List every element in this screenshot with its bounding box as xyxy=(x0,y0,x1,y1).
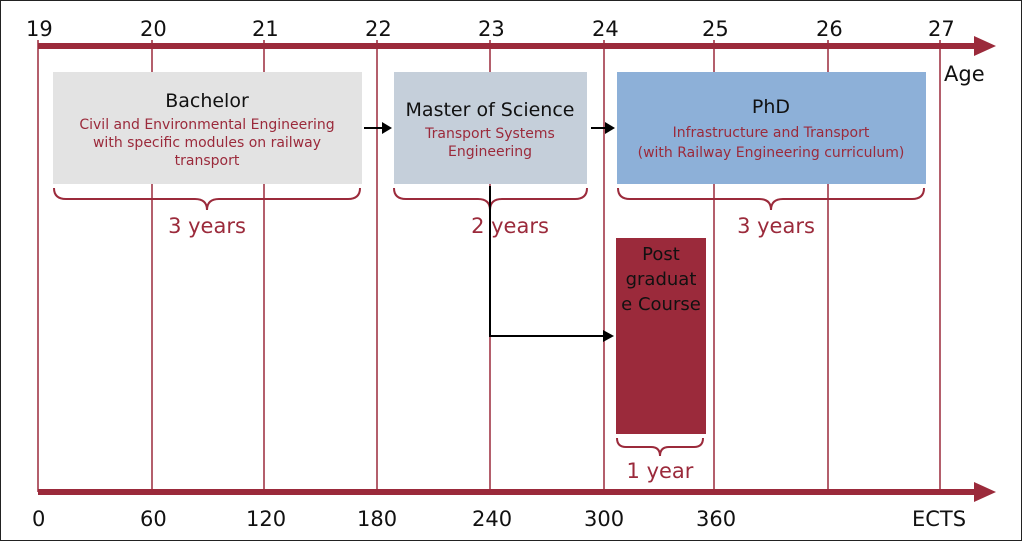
master-to-postgrad-arrow-line xyxy=(489,186,604,337)
bachelor-subtitle-line1: Civil and Environmental Engineering xyxy=(79,117,334,133)
age-axis-label: Age xyxy=(944,62,985,86)
age-tick-26: 26 xyxy=(816,17,843,41)
ects-tick-0: 0 xyxy=(32,507,45,531)
age-tick-24: 24 xyxy=(592,17,619,41)
phd-subtitle-line2: (with Railway Engineering curriculum) xyxy=(638,145,905,161)
postgrad-label-line3: e Course xyxy=(621,294,701,315)
bachelor-to-master-arrowhead xyxy=(382,122,392,134)
postgrad-label-line2: graduat xyxy=(626,269,697,290)
postgrad-brace xyxy=(616,437,704,457)
ects-tick-60: 60 xyxy=(140,507,167,531)
bachelor-subtitle-line3: transport xyxy=(175,153,240,169)
age-tick-27: 27 xyxy=(928,17,955,41)
master-title: Master of Science xyxy=(406,99,575,121)
ects-tick-300: 300 xyxy=(584,507,624,531)
ects-axis: 0 60 120 180 240 300 360 ECTS xyxy=(32,482,996,531)
master-subtitle-line1: Transport Systems xyxy=(424,126,555,142)
master-stage: Master of Science Transport Systems Engi… xyxy=(393,72,588,238)
ects-tick-240: 240 xyxy=(472,507,512,531)
postgrad-duration: 1 year xyxy=(627,459,694,483)
phd-brace xyxy=(617,187,925,211)
postgrad-box xyxy=(616,238,706,434)
age-tick-21: 21 xyxy=(252,17,279,41)
phd-stage: PhD Infrastructure and Transport (with R… xyxy=(617,72,926,238)
bachelor-title: Bachelor xyxy=(165,90,249,112)
age-tick-23: 23 xyxy=(478,17,505,41)
ects-tick-120: 120 xyxy=(246,507,286,531)
ects-axis-arrowhead xyxy=(974,482,996,502)
master-to-phd-arrowhead xyxy=(605,122,615,134)
phd-subtitle-line1: Infrastructure and Transport xyxy=(673,125,870,141)
master-box xyxy=(394,72,587,184)
master-subtitle-line2: Engineering xyxy=(448,144,532,160)
age-tick-22: 22 xyxy=(365,17,392,41)
bachelor-duration: 3 years xyxy=(168,214,246,238)
age-tick-25: 25 xyxy=(702,17,729,41)
transition-arrows xyxy=(364,122,615,342)
bachelor-brace xyxy=(53,187,361,211)
phd-duration: 3 years xyxy=(737,214,815,238)
phd-title: PhD xyxy=(752,96,790,118)
postgrad-stage: Post graduat e Course 1 year xyxy=(616,238,706,483)
age-tick-20: 20 xyxy=(140,17,167,41)
ects-tick-360: 360 xyxy=(696,507,736,531)
bachelor-stage: Bachelor Civil and Environmental Enginee… xyxy=(53,72,362,238)
age-axis-arrowhead xyxy=(974,36,996,56)
ects-tick-180: 180 xyxy=(357,507,397,531)
bachelor-subtitle-line2: with specific modules on railway xyxy=(93,135,321,151)
bachelor-box xyxy=(53,72,362,184)
master-to-postgrad-arrowhead xyxy=(603,330,614,342)
postgrad-label-line1: Post xyxy=(642,244,680,265)
age-tick-19: 19 xyxy=(26,17,53,41)
master-duration: 2 years xyxy=(471,214,549,238)
phd-box xyxy=(617,72,926,184)
ects-axis-label: ECTS xyxy=(912,507,966,531)
age-axis: 19 20 21 22 23 24 25 26 27 Age xyxy=(26,17,996,86)
